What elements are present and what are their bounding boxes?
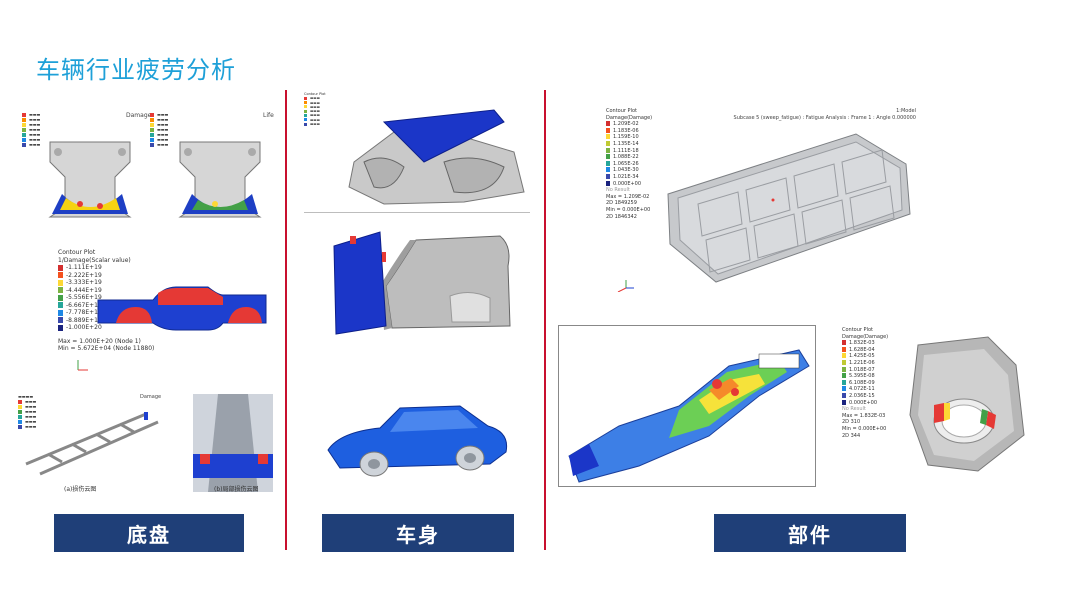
subframe-models-image (48, 141, 262, 218)
front-structure-image (348, 109, 525, 205)
body-panel-separator (304, 212, 530, 213)
bracket-part-image (568, 349, 810, 483)
chassis-button[interactable]: 底盘 (54, 514, 244, 552)
chassis-damage-label: Damage (126, 112, 152, 119)
parts-button[interactable]: 部件 (714, 514, 906, 552)
cup-part-image (909, 336, 1025, 472)
page-title: 车辆行业疲劳分析 (36, 56, 236, 84)
chassis-panel-ladder-damage: ▬▬▬▬ ▬▬▬ ▬▬▬ ▬▬▬ ▬▬▬ ▬▬▬ ▬▬▬ Damage (a)损… (18, 392, 276, 496)
body-panel-side-structure (320, 226, 520, 344)
chassis-ladder-legend: ▬▬▬▬ ▬▬▬ ▬▬▬ ▬▬▬ ▬▬▬ ▬▬▬ ▬▬▬ (18, 394, 37, 429)
parts-panel-battery-tray: Contour Plot Damage(Damage) 1.209E-02 1.… (606, 104, 920, 292)
chassis-legend-right: ▬▬▬ ▬▬▬ ▬▬▬ ▬▬▬ ▬▬▬ ▬▬▬ ▬▬▬ (150, 112, 168, 147)
side-structure-image (333, 231, 511, 335)
chassis-panel-beam-damage: Contour Plot 1/Damage(Scalar value) -1.1… (58, 245, 268, 377)
section-divider-left (285, 90, 287, 550)
caption-local-damage: (b)局部损伤云图 (214, 486, 259, 493)
battery-legend: Contour Plot Damage(Damage) 1.209E-02 1.… (606, 108, 653, 220)
ladder-frame-image (25, 394, 273, 492)
battery-tray-image (617, 133, 911, 292)
parts-panel-bracket (558, 325, 816, 487)
caption-damage-contour: (a)损伤云图 (64, 486, 97, 493)
chassis-life-label: Life (263, 112, 274, 119)
body-button[interactable]: 车身 (322, 514, 514, 552)
chassis-panel-frame-damage: ▬▬▬ ▬▬▬ ▬▬▬ ▬▬▬ ▬▬▬ ▬▬▬ ▬▬▬ Damage Life … (18, 108, 276, 220)
body-front-legend: Contour Plot ▬▬▬ ▬▬▬ ▬▬▬ ▬▬▬ ▬▬▬ ▬▬▬ ▬▬▬ (304, 92, 326, 127)
section-divider-right (544, 90, 546, 550)
chassis-legend-left: ▬▬▬ ▬▬▬ ▬▬▬ ▬▬▬ ▬▬▬ ▬▬▬ ▬▬▬ (22, 112, 40, 147)
beam-model-image (77, 286, 267, 371)
parts-panel-cup: Contour Plot Damage(Damage) 1.832E-03 1.… (838, 325, 1034, 473)
body-panel-car (320, 388, 520, 482)
chassis-beam-legend: Contour Plot 1/Damage(Scalar value) -1.1… (58, 249, 155, 352)
model-label: 1:Model (896, 108, 916, 114)
subcase-label: Subcase 5 (sweep_fatigue) : Fatigue Anal… (733, 115, 916, 121)
ladder-damage-label: Damage (140, 394, 162, 400)
cup-legend: Contour Plot Damage(Damage) 1.832E-03 1.… (842, 327, 889, 439)
body-panel-front-structure: Contour Plot ▬▬▬ ▬▬▬ ▬▬▬ ▬▬▬ ▬▬▬ ▬▬▬ ▬▬▬ (304, 92, 530, 210)
car-body-image (327, 405, 508, 477)
